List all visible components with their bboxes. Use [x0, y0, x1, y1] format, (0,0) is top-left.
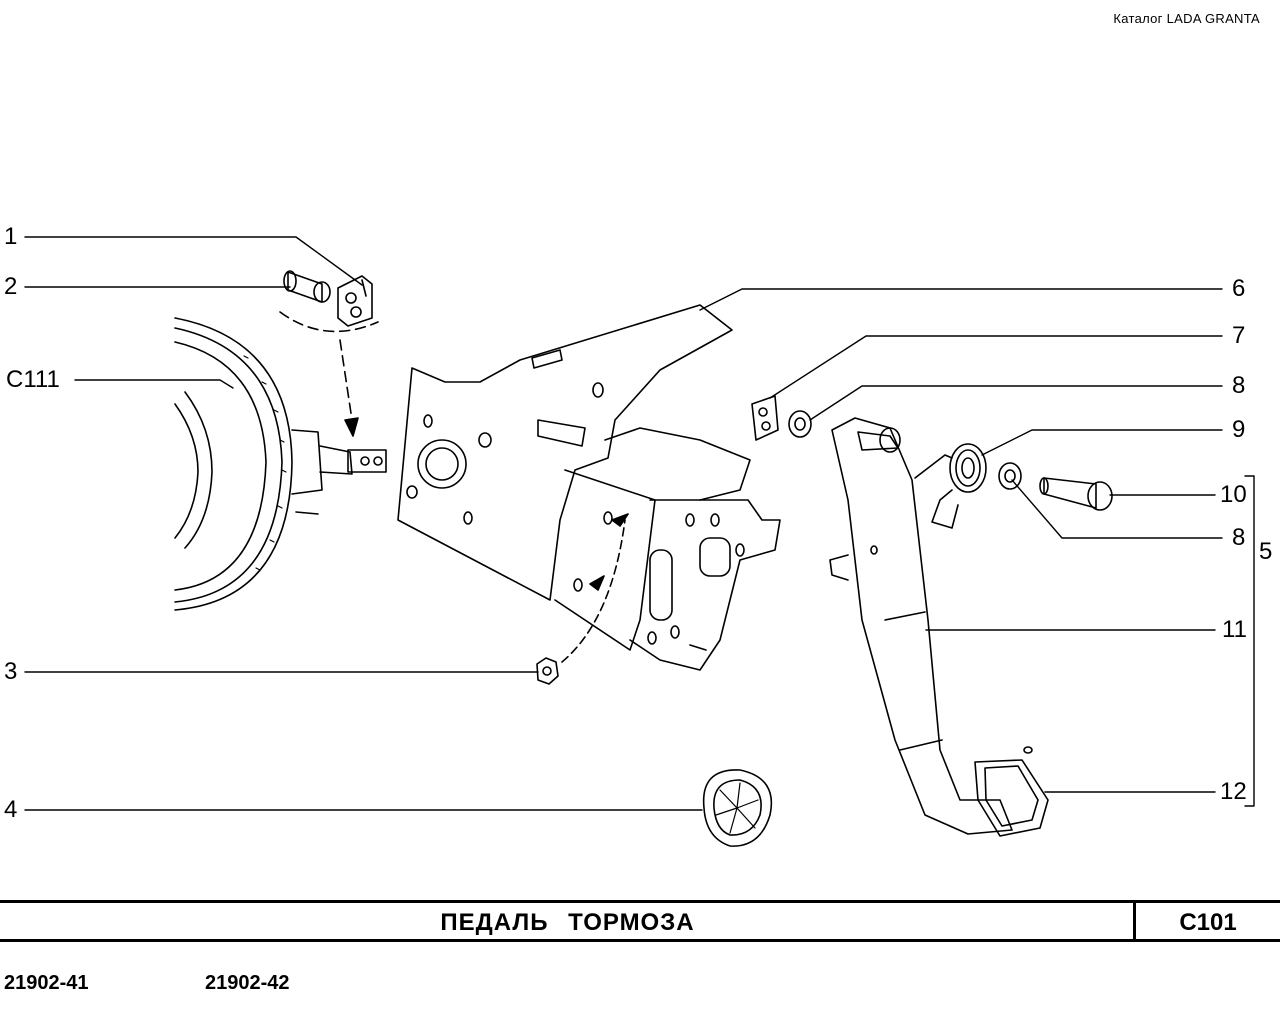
callout-9: 9: [1232, 416, 1246, 443]
title-divider: [1133, 903, 1136, 939]
callout-3: 3: [4, 658, 18, 685]
bushing-part-8b: [998, 462, 1022, 490]
diagram-title: ПЕДАЛЬ ТОРМОЗА: [440, 909, 695, 936]
callout-1: 1: [4, 223, 18, 250]
leader-1: [24, 236, 363, 286]
callout-8b: 8: [1232, 524, 1246, 551]
arrow-head-a: [611, 513, 629, 527]
callout-10: 10: [1220, 481, 1247, 508]
title-bar: ПЕДАЛЬ ТОРМОЗА С101: [0, 900, 1280, 942]
clip-part-7: [751, 395, 779, 441]
pedal-pad-part-12: [974, 746, 1049, 837]
callout-c111: С111: [6, 366, 60, 393]
callout-6: 6: [1232, 275, 1246, 302]
assembly-arrow-down: [339, 339, 359, 437]
brake-pedal-part-11: [829, 417, 1013, 835]
nut-part-3: [536, 657, 559, 685]
leader-lines: [24, 236, 1255, 811]
return-spring-part-9: [914, 443, 987, 529]
leader-9: [981, 429, 1223, 456]
callout-5: 5: [1259, 538, 1273, 565]
bushing-part-8a: [788, 410, 812, 438]
leader-6: [699, 288, 1223, 311]
clip-part-1: [337, 275, 373, 327]
leader-c111: [74, 379, 234, 389]
arrow-head-b: [589, 575, 605, 591]
model-code-a: 21902-41: [4, 972, 89, 994]
callout-12: 12: [1220, 778, 1247, 805]
brake-pedal-exploded-diagram: [24, 236, 1255, 847]
catalog-header: Каталог LADA GRANTA: [1113, 11, 1260, 26]
leader-8b: [1011, 479, 1223, 539]
page-code: С101: [1179, 909, 1237, 936]
callout-4: 4: [4, 796, 18, 823]
pin-part-2: [283, 270, 331, 303]
callout-2: 2: [4, 273, 18, 300]
leader-7: [769, 335, 1223, 399]
callout-11: 11: [1222, 616, 1247, 643]
callout-8a: 8: [1232, 372, 1246, 399]
leader-8a: [809, 385, 1223, 421]
callout-7: 7: [1232, 322, 1246, 349]
vacuum-booster-c111: [174, 317, 387, 611]
pedal-bracket-part-6: [397, 304, 781, 671]
bracket-5: [1244, 475, 1255, 807]
assembly-arc: [279, 311, 379, 333]
dashed-path-3: [561, 519, 626, 663]
model-code-b: 21902-42: [205, 972, 290, 994]
pedal-axle-part-10: [1039, 477, 1113, 511]
grommet-part-4: [702, 769, 773, 847]
